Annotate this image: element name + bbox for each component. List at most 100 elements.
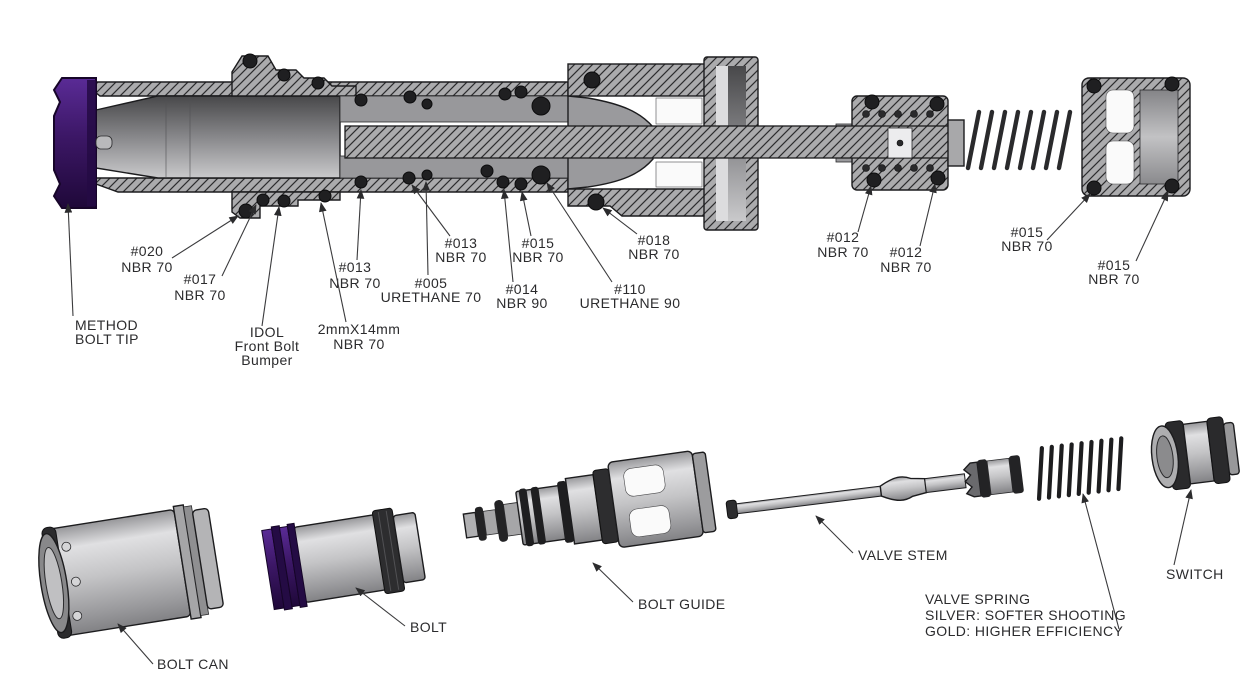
leader-line <box>117 623 154 665</box>
callout-110: #110 URETHANE 90 <box>546 182 680 311</box>
valve-spring-part <box>1036 436 1124 501</box>
guide-oring <box>474 506 487 541</box>
o-ring-small <box>894 110 902 118</box>
callout-bolt-can: BOLT CAN <box>117 623 229 672</box>
o-ring-014 <box>496 175 510 189</box>
bolt-can-bore <box>43 547 65 620</box>
guide-spacer <box>482 509 499 536</box>
callout-label: BOLT GUIDE <box>638 596 726 612</box>
callout-label: NBR 70 <box>329 275 380 291</box>
callout-bolt: BOLT <box>355 587 447 635</box>
callout-label: NBR 70 <box>435 249 486 265</box>
callout-label: #012 <box>890 244 923 260</box>
callout-label: Bumper <box>241 352 292 368</box>
callout-013-right: #013 NBR 70 <box>411 184 486 265</box>
stem-rod <box>924 473 967 494</box>
callout-014: #014 NBR 90 <box>496 189 547 311</box>
stem-head-band <box>986 457 1014 496</box>
leader-line <box>355 587 406 627</box>
callout-label: GOLD: HIGHER EFFICIENCY <box>925 623 1123 639</box>
callout-method-bolt-tip: METHOD BOLT TIP <box>64 203 139 347</box>
o-ring <box>403 90 417 104</box>
callout-label: NBR 70 <box>817 244 868 260</box>
leader-line <box>1135 191 1169 262</box>
callout-bolt-guide: BOLT GUIDE <box>592 562 726 612</box>
callout-017: #017 NBR 70 <box>174 204 257 303</box>
leader-line <box>1046 193 1091 241</box>
bolt-guide-part <box>462 450 717 548</box>
bolt-bumper-ring <box>286 522 308 608</box>
leader-line <box>592 562 634 603</box>
callout-015-switch-left: #015 NBR 70 <box>1001 193 1091 254</box>
callout-label: NBR 70 <box>121 259 172 275</box>
o-ring-small <box>910 164 918 172</box>
o-ring-005 <box>421 169 433 181</box>
callout-label: NBR 70 <box>174 287 225 303</box>
guide-oring <box>518 488 535 547</box>
o-ring <box>864 94 880 110</box>
leader-line <box>356 189 365 261</box>
stem-tip <box>725 499 739 520</box>
guide-oring <box>530 486 546 545</box>
o-ring-small <box>926 164 934 172</box>
o-ring-012 <box>930 170 946 186</box>
exploded-parts <box>38 416 1240 639</box>
leader-line <box>422 181 431 276</box>
main-spring-section <box>965 109 1073 171</box>
switch-inner-panel <box>1139 89 1179 185</box>
leader-line <box>64 203 74 317</box>
leader-line <box>319 202 347 323</box>
switch-window <box>1105 89 1135 134</box>
callout-015-mid: #015 NBR 70 <box>512 191 563 265</box>
callout-idol-bumper: IDOL Front Bolt Bumper <box>235 206 299 368</box>
o-ring-015 <box>1164 178 1180 194</box>
valve-stem-rod-section <box>344 125 952 159</box>
leader-line <box>261 206 282 327</box>
bolt-can-cap <box>192 507 224 610</box>
callout-label: BOLT TIP <box>75 331 139 347</box>
callout-label: SILVER: SOFTER SHOOTING <box>925 607 1126 623</box>
o-ring <box>929 96 945 112</box>
o-ring-012 <box>866 172 882 188</box>
callout-012-right: #012 NBR 70 <box>880 183 937 275</box>
valve-stem-part <box>725 455 1024 520</box>
o-ring-small <box>926 110 934 118</box>
guide-oring <box>494 500 509 542</box>
o-ring <box>421 98 433 110</box>
shell-window <box>655 97 703 125</box>
leader-line <box>1173 489 1193 566</box>
leader-line <box>519 191 532 237</box>
leader-line <box>221 204 257 277</box>
o-ring-013-right <box>402 171 416 185</box>
lug-hole <box>72 610 83 621</box>
callout-label: BOLT <box>410 619 447 635</box>
leader-line <box>1081 493 1120 630</box>
assembled-cross-section <box>52 53 1191 231</box>
callout-label: #015 <box>1011 224 1044 240</box>
o-ring-018 <box>587 193 605 211</box>
callout-valve-spring: VALVE SPRING SILVER: SOFTER SHOOTING GOL… <box>925 493 1126 639</box>
o-ring-small <box>878 164 886 172</box>
o-ring-small <box>910 110 918 118</box>
leader-line <box>815 515 854 554</box>
o-ring <box>498 87 512 101</box>
lug-hole <box>61 541 72 552</box>
leader-line <box>919 183 937 247</box>
callout-020: #020 NBR 70 <box>121 215 239 275</box>
switch-cap <box>1222 421 1240 476</box>
o-ring <box>1164 76 1180 92</box>
callout-label: 2mmX14mm <box>318 321 401 337</box>
callout-label: URETHANE 70 <box>381 289 482 305</box>
o-ring <box>514 85 528 99</box>
detent-pin <box>95 135 113 150</box>
switch-part <box>1150 416 1240 491</box>
o-ring-small <box>894 164 902 172</box>
callout-label: #110 <box>614 281 646 297</box>
o-ring <box>311 76 325 90</box>
o-ring <box>277 68 291 82</box>
callout-013-left: #013 NBR 70 <box>329 189 380 291</box>
leader-line <box>411 184 451 237</box>
callout-label: #020 <box>131 243 164 259</box>
cage-window <box>629 505 672 538</box>
